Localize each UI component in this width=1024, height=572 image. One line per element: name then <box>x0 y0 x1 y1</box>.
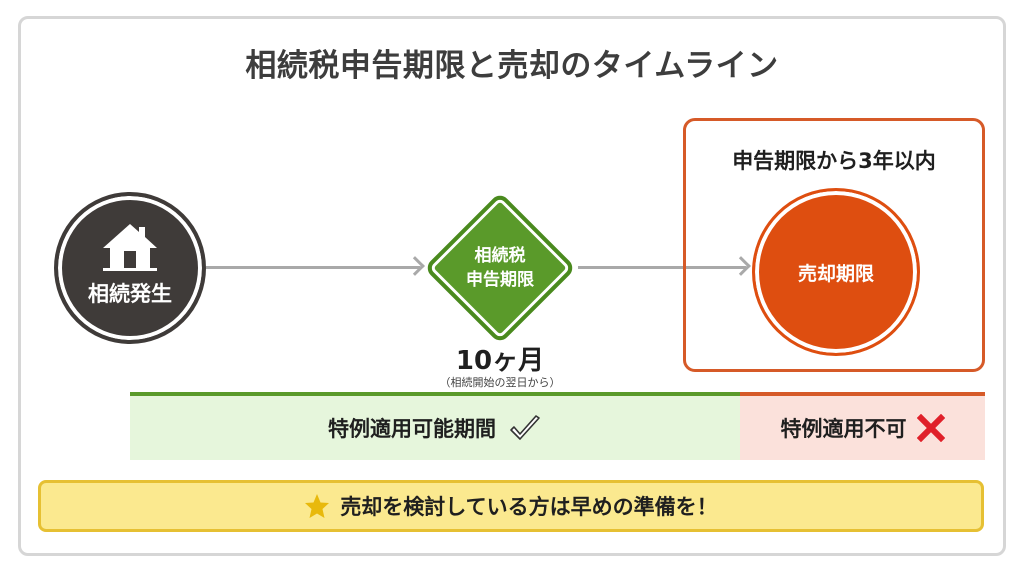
filing-deadline-node: 相続税 申告期限 <box>423 191 577 345</box>
cross-icon <box>916 414 945 442</box>
sale-deadline-box-title: 申告期限から3年以内 <box>732 149 936 173</box>
advice-text: 売却を検討している方は早めの準備を！ <box>340 495 718 519</box>
arrow-to-sale-deadline <box>578 256 751 276</box>
star-icon <box>305 494 330 518</box>
eligible-period-label: 特例適用可能期間 <box>328 417 496 441</box>
sale-deadline-node: 売却期限 <box>752 188 920 356</box>
advice-banner: 売却を検討している方は早めの準備を！ <box>38 480 984 532</box>
filing-deadline-line2: 申告期限 <box>466 270 534 290</box>
sale-deadline-label: 売却期限 <box>797 262 874 285</box>
inheritance-start-node: 相続発生 <box>54 192 206 344</box>
filing-period-note: （相続開始の翌日から） <box>439 376 561 389</box>
check-icon <box>510 415 540 440</box>
eligible-period-bar: 特例適用可能期間 <box>130 392 740 460</box>
filing-period: 10ヶ月 <box>455 346 545 376</box>
house-icon <box>103 224 157 271</box>
arrow-to-filing-deadline <box>206 256 425 276</box>
ineligible-period-label: 特例適用不可 <box>780 417 907 441</box>
filing-deadline-line1: 相続税 <box>474 246 526 266</box>
start-node-label: 相続発生 <box>88 282 172 306</box>
diagram-title: 相続税申告期限と売却のタイムライン <box>245 48 779 84</box>
arrow-to-sale-deadline-inner <box>686 256 751 276</box>
ineligible-period-bar: 特例適用不可 <box>740 392 985 460</box>
